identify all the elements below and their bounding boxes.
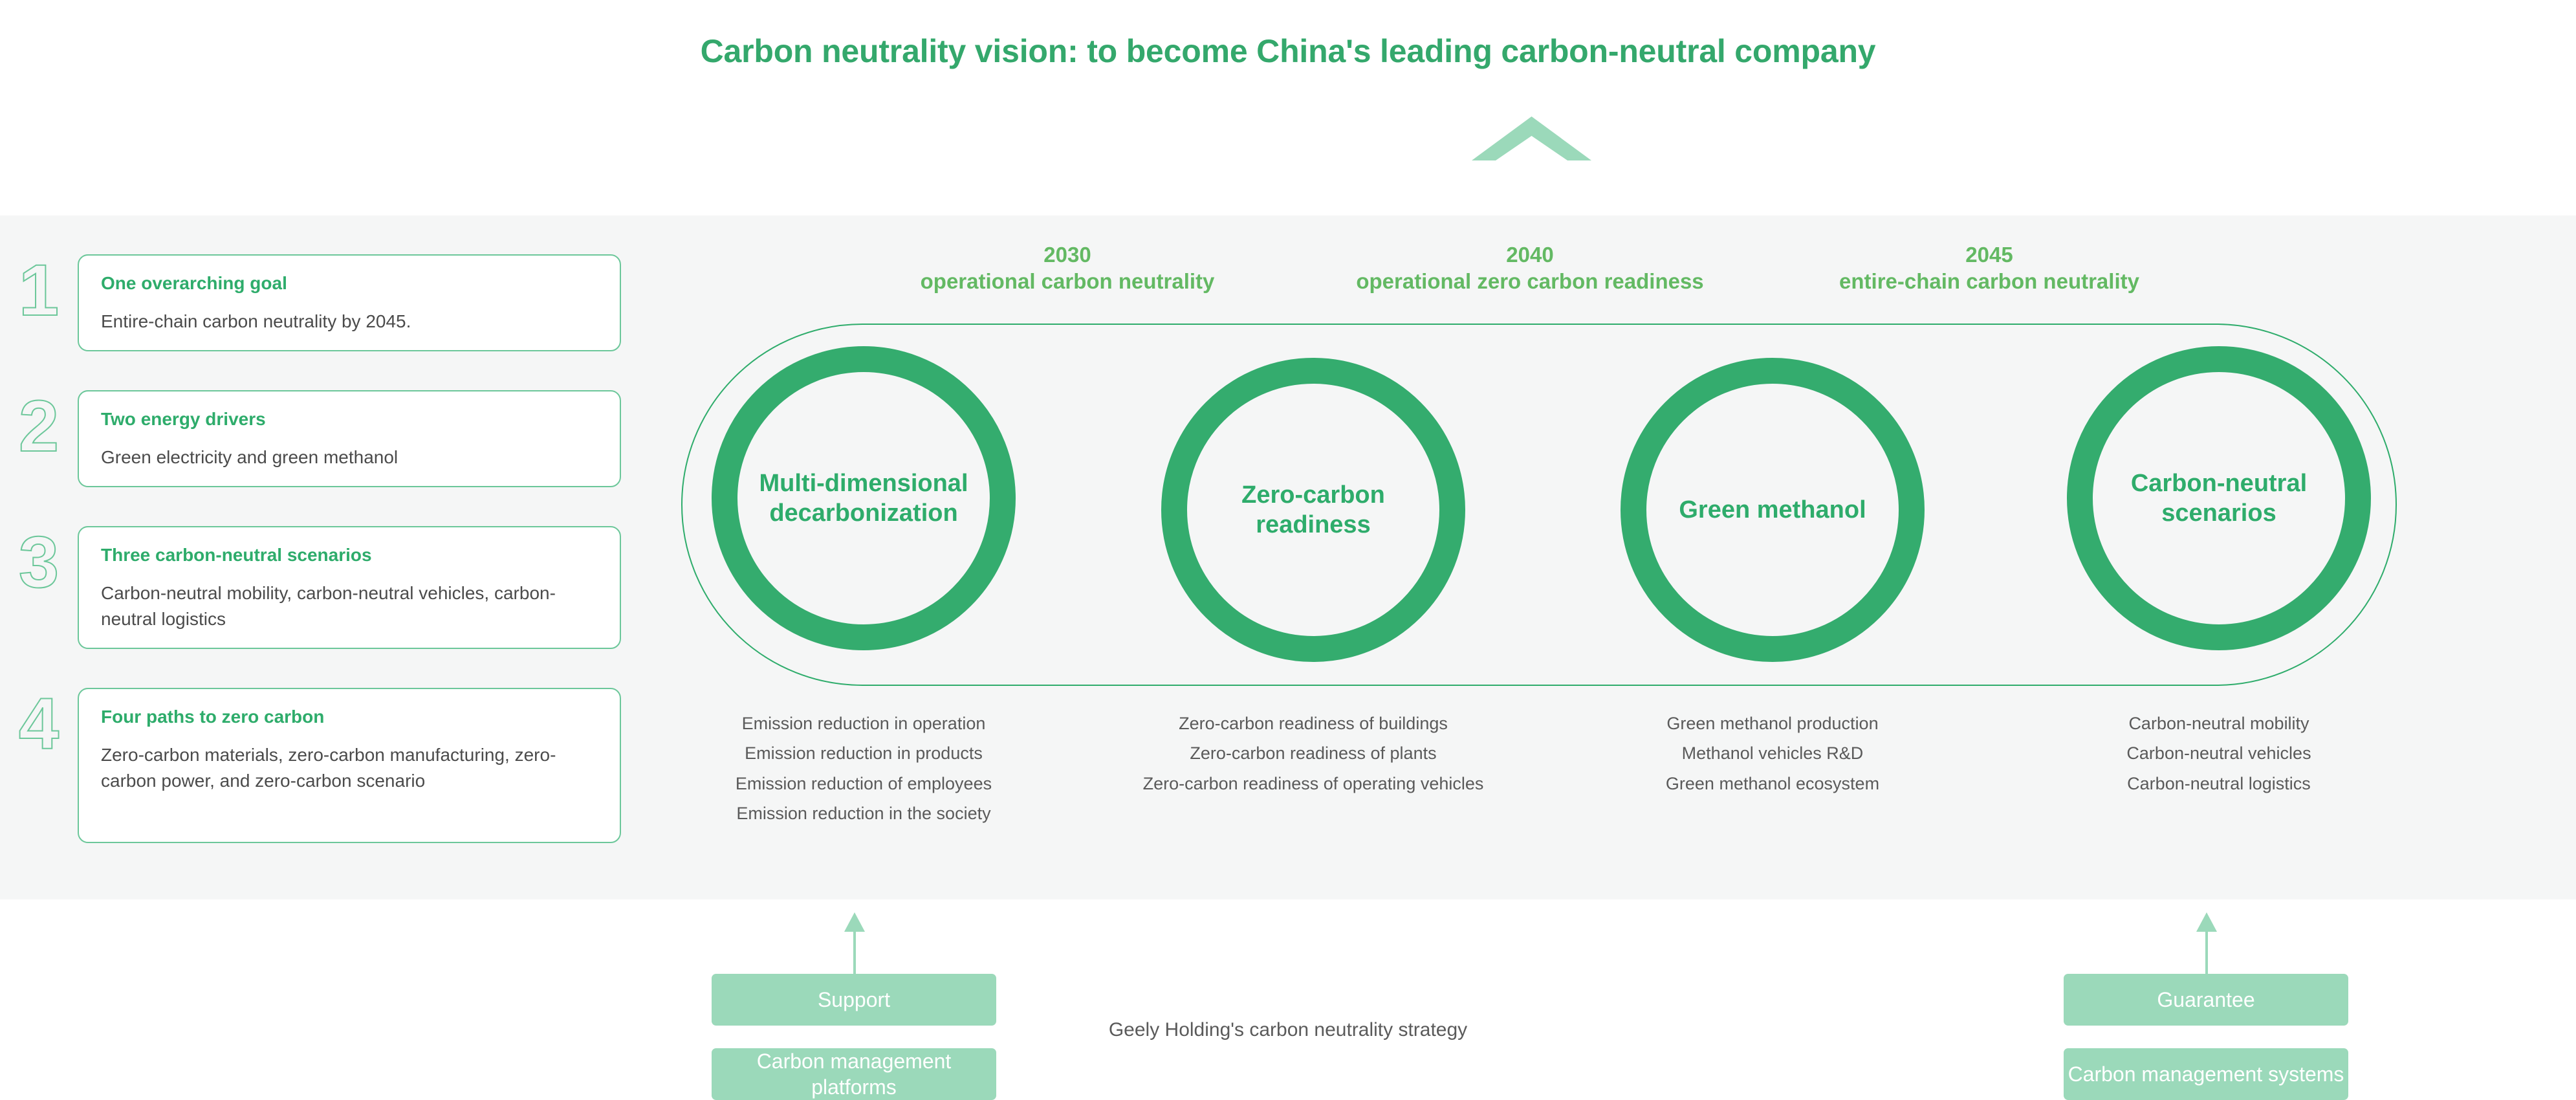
sidebar-item-2[interactable]: 2 Two energy drivers Green electricity a… [0, 390, 621, 487]
stage-ring-2[interactable]: Zero-carbon readiness [1161, 358, 1465, 662]
list-item: Emission reduction in the society [736, 804, 991, 824]
capsule-outline [681, 324, 2397, 686]
list-item: Green methanol ecosystem [1665, 773, 1880, 793]
sidebar-number-2: 2 [18, 386, 60, 467]
arrow-up-icon [844, 912, 865, 932]
sidebar-card-title-2: Two energy drivers [101, 409, 266, 429]
stage-ring-1[interactable]: Multi-dimensional decarbonization [712, 346, 1016, 650]
sidebar-card-1[interactable]: One overarching goal Entire-chain carbon… [78, 254, 621, 351]
stage-items-1: Emission reduction in operation Emission… [670, 709, 1058, 829]
sidebar-card-3[interactable]: Three carbon-neutral scenarios Carbon-ne… [78, 526, 621, 649]
sidebar-card-2[interactable]: Two energy drivers Green electricity and… [78, 390, 621, 487]
stage-ring-label-1: Multi-dimensional decarbonization [759, 469, 968, 527]
arrow-stem [2205, 916, 2208, 1020]
enabler-systems-box[interactable]: Carbon management systems [2064, 1048, 2348, 1100]
stage-ring-4[interactable]: Carbon-neutral scenarios [2067, 346, 2371, 650]
sidebar-number-4: 4 [18, 683, 60, 764]
footer-caption: Geely Holding's carbon neutrality strate… [1108, 1019, 1468, 1040]
list-item: Emission reduction of employees [735, 773, 992, 793]
sidebar-number-1: 1 [18, 250, 60, 331]
sidebar-item-4[interactable]: 4 Four paths to zero carbon Zero-carbon … [0, 683, 621, 843]
timeline-milestone-2040: 2040 operational zero carbon readiness [1291, 241, 1769, 295]
sidebar-card-title-3: Three carbon-neutral scenarios [101, 545, 372, 565]
bottom-section: Support Carbon management platforms Guar… [0, 899, 2576, 1100]
sidebar-item-1[interactable]: 1 One overarching goal Entire-chain carb… [0, 254, 621, 351]
list-item: Carbon-neutral mobility [2128, 714, 2309, 733]
list-item: Green methanol production [1666, 714, 1879, 733]
enabler-guarantee-box[interactable]: Guarantee [2064, 974, 2348, 1026]
sidebar-card-body-1: Entire-chain carbon neutrality by 2045. [101, 311, 411, 331]
list-item: Emission reduction in operation [741, 714, 986, 733]
title-bar: Carbon neutrality vision: to become Chin… [0, 0, 2576, 215]
list-item: Zero-carbon readiness of buildings [1179, 714, 1448, 733]
timeline-year-2030: 2030 [1043, 243, 1091, 267]
timeline-desc-2030: operational carbon neutrality [920, 269, 1215, 294]
stage-items-4: Carbon-neutral mobility Carbon-neutral v… [2025, 709, 2413, 798]
page-title: Carbon neutrality vision: to become Chin… [700, 33, 1876, 69]
sidebar-item-3[interactable]: 3 Three carbon-neutral scenarios Carbon-… [0, 522, 621, 649]
sidebar-number-3: 3 [18, 522, 60, 602]
timeline-milestone-2045: 2045 entire-chain carbon neutrality [1750, 241, 2229, 295]
stage-ring-label-4: Carbon-neutral scenarios [2130, 469, 2308, 527]
list-item: Zero-carbon readiness of operating vehic… [1142, 773, 1484, 793]
sidebar-card-body-2: Green electricity and green methanol [101, 446, 398, 467]
list-item: Methanol vehicles R&D [1681, 743, 1864, 764]
arrow-up-icon [2196, 912, 2217, 932]
timeline-year-2040: 2040 [1506, 243, 1554, 267]
enabler-support-box[interactable]: Support [712, 974, 996, 1026]
arrow-stem [853, 916, 856, 1020]
sidebar-card-body-4: Zero-carbon materials, zero-carbon manuf… [101, 744, 556, 791]
stage-items-2: Zero-carbon readiness of buildings Zero-… [1119, 709, 1507, 798]
sidebar-card-title-1: One overarching goal [101, 273, 287, 293]
timeline-desc-2045: entire-chain carbon neutrality [1839, 269, 2139, 294]
stage-ring-label-3: Green methanol [1679, 496, 1866, 523]
timeline-year-2045: 2045 [1965, 243, 2013, 267]
sidebar-card-body-3: Carbon-neutral mobility, carbon-neutral … [101, 582, 556, 630]
timeline-desc-2040: operational zero carbon readiness [1356, 269, 1704, 294]
sidebar-card-title-4: Four paths to zero carbon [101, 707, 325, 727]
list-item: Carbon-neutral vehicles [2126, 743, 2311, 764]
stage-items-3: Green methanol production Methanol vehic… [1578, 709, 1967, 798]
list-item: Carbon-neutral logistics [2127, 773, 2311, 793]
sidebar-card-4[interactable]: Four paths to zero carbon Zero-carbon ma… [78, 688, 621, 843]
list-item: Emission reduction in products [745, 743, 983, 764]
timeline-milestone-2030: 2030 operational carbon neutrality [828, 241, 1307, 295]
stage-ring-3[interactable]: Green methanol [1621, 358, 1925, 662]
stage-ring-label-2: Zero-carbon readiness [1241, 481, 1385, 538]
chevron-up-icon [1472, 116, 1591, 162]
sidebar: 1 One overarching goal Entire-chain carb… [0, 228, 621, 882]
list-item: Zero-carbon readiness of plants [1190, 743, 1437, 764]
enabler-platforms-box[interactable]: Carbon management platforms [712, 1048, 996, 1100]
